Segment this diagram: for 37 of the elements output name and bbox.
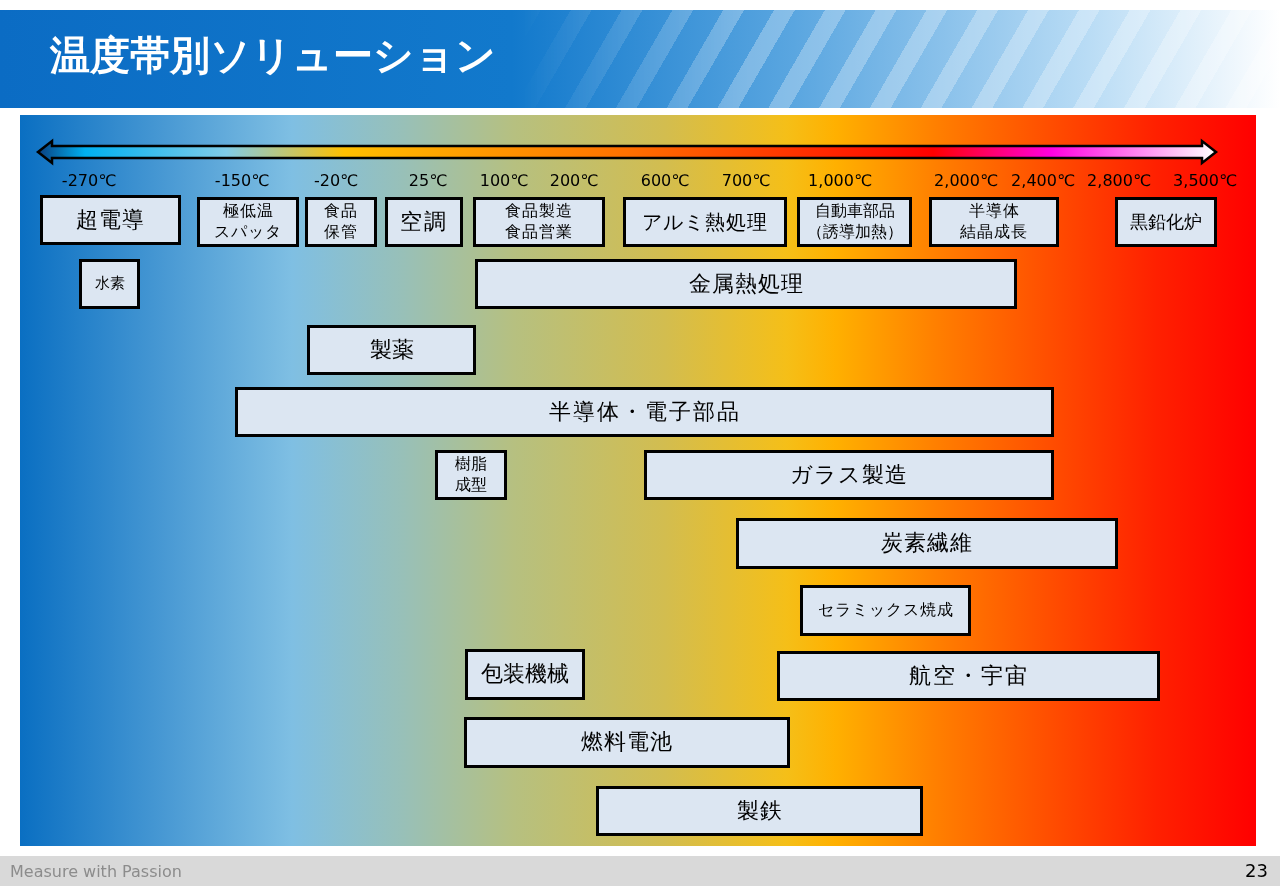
application-box: 包装機械 xyxy=(465,649,585,700)
application-box: 空調 xyxy=(385,197,463,247)
temperature-label: 100℃ xyxy=(479,170,529,192)
application-box: ガラス製造 xyxy=(644,450,1054,500)
application-box: 炭素繊維 xyxy=(736,518,1118,569)
application-box: 燃料電池 xyxy=(464,717,790,768)
page-title: 温度帯別ソリューション xyxy=(50,31,496,80)
application-box: 半導体・電子部品 xyxy=(235,387,1054,437)
temperature-label: 700℃ xyxy=(721,170,771,192)
page-number: 23 xyxy=(1245,859,1268,883)
application-box: 食品製造食品営業 xyxy=(473,197,605,247)
temperature-label: 2,400℃ xyxy=(1011,170,1075,192)
temperature-label: 200℃ xyxy=(549,170,599,192)
application-box: 製鉄 xyxy=(596,786,923,836)
application-box: 半導体結晶成長 xyxy=(929,197,1059,247)
application-box: 黒鉛化炉 xyxy=(1115,197,1217,247)
application-box: アルミ熱処理 xyxy=(623,197,787,247)
application-box: セラミックス焼成 xyxy=(800,585,971,636)
application-box: 樹脂成型 xyxy=(435,450,507,500)
temperature-label: -20℃ xyxy=(313,170,359,192)
application-box: 水素 xyxy=(79,259,140,309)
application-box: 金属熱処理 xyxy=(475,259,1017,309)
temperature-label: -270℃ xyxy=(61,170,117,192)
temperature-label: 2,800℃ xyxy=(1087,170,1151,192)
application-box: 極低温スパッタ xyxy=(197,197,299,247)
application-box: 自動車部品（誘導加熱） xyxy=(797,197,912,247)
application-box: 航空・宇宙 xyxy=(777,651,1160,701)
application-box: 食品保管 xyxy=(305,197,377,247)
temperature-label: 25℃ xyxy=(408,170,448,192)
temperature-label: 3,500℃ xyxy=(1173,170,1237,192)
footer-tagline: Measure with Passion xyxy=(10,861,182,883)
temperature-label: -150℃ xyxy=(214,170,270,192)
application-box: 超電導 xyxy=(40,195,181,245)
temperature-label: 1,000℃ xyxy=(808,170,872,192)
temperature-label: 2,000℃ xyxy=(934,170,998,192)
temperature-label: 600℃ xyxy=(640,170,690,192)
application-box: 製薬 xyxy=(307,325,476,375)
